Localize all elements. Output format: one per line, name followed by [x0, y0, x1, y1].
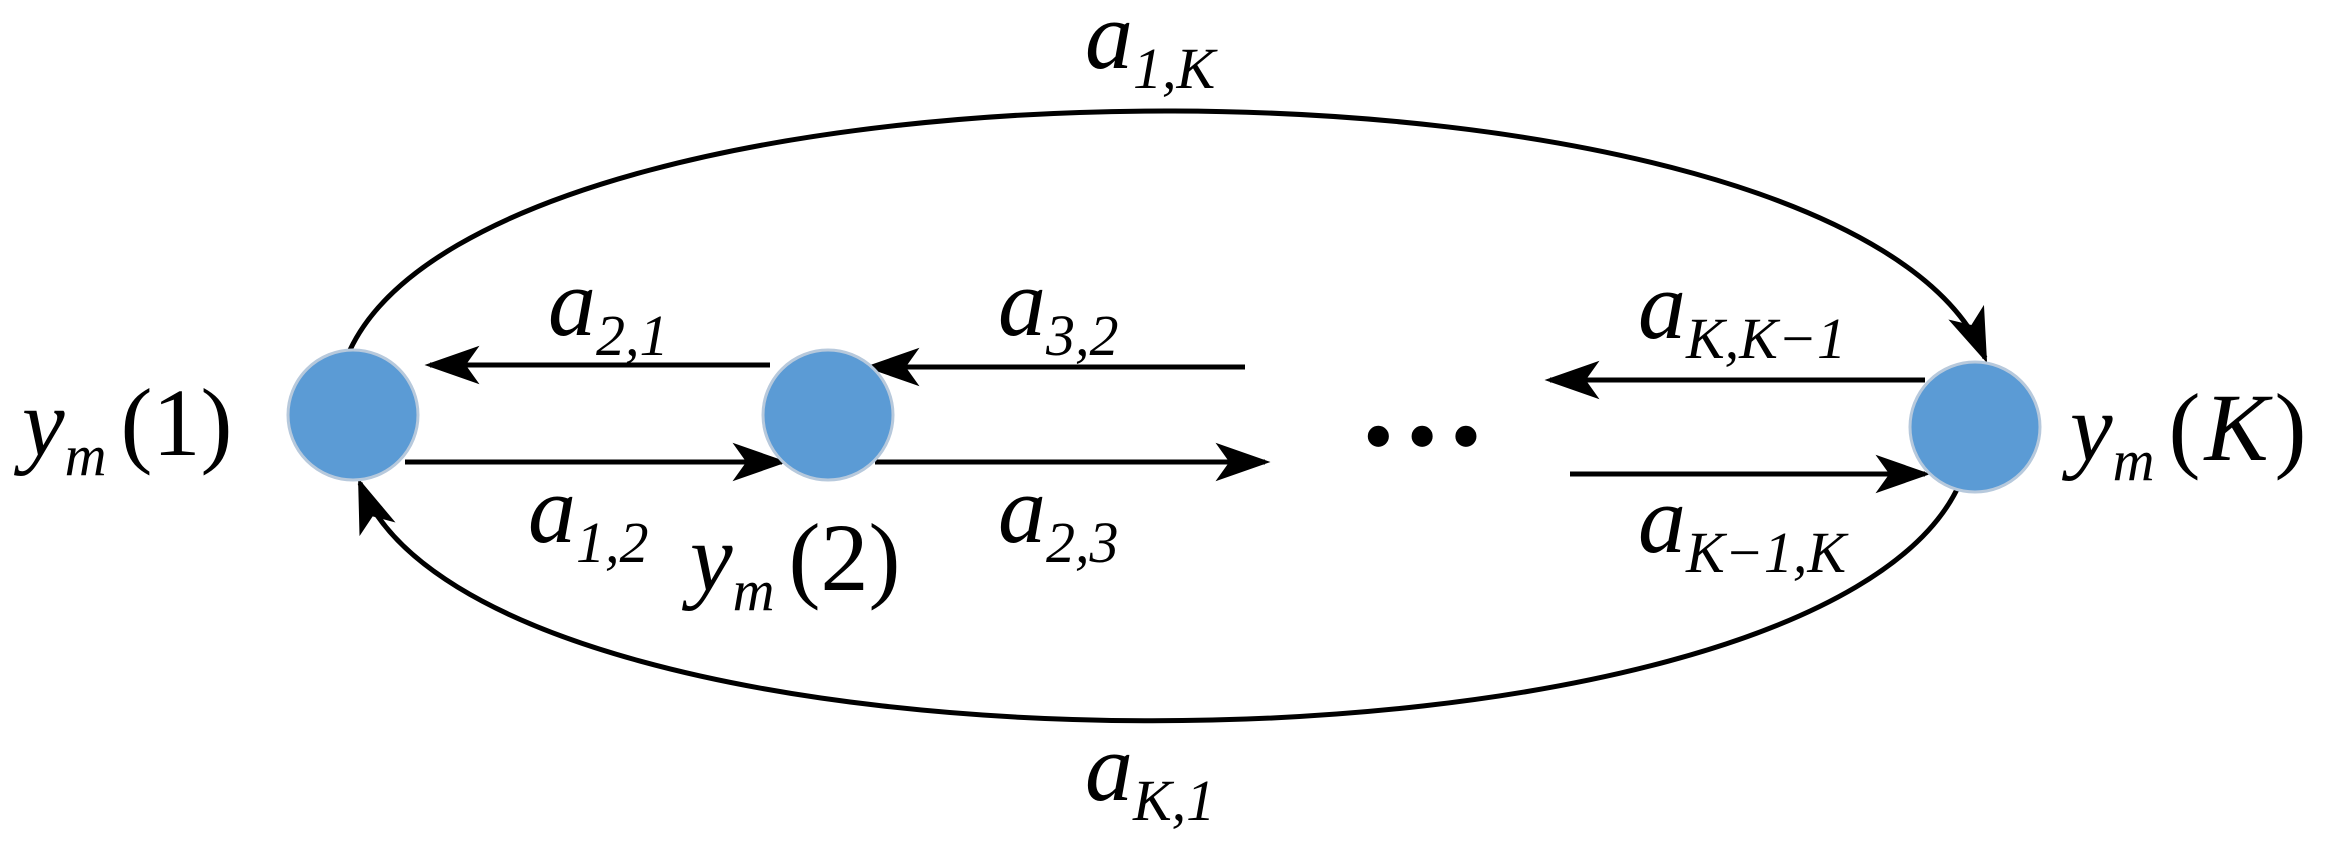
node-2 — [761, 348, 895, 482]
svg-text:ym(1): ym(1) — [13, 369, 232, 488]
svg-text:aK,K−1: aK,K−1 — [1638, 252, 1846, 371]
label-a-K-Km1: aK,K−1 — [1638, 252, 1846, 371]
label-a-2-3: a2,3 — [998, 456, 1119, 575]
label-a-Km1-K: aK−1,K — [1638, 466, 1849, 585]
node-1 — [286, 348, 420, 482]
edge-arc-1-to-K — [347, 108, 1988, 364]
node-K — [1908, 360, 2042, 494]
svg-text:aK,1: aK,1 — [1085, 714, 1215, 833]
svg-text:aK−1,K: aK−1,K — [1638, 466, 1849, 585]
label-a-2-1: a2,1 — [548, 249, 669, 368]
svg-text:a3,2: a3,2 — [998, 249, 1119, 368]
node-K-label: ym(K) — [2061, 374, 2306, 493]
label-a-1-K: a1,K — [1085, 0, 1219, 101]
node-2-label: ym(2) — [681, 504, 900, 623]
svg-text:ym(2): ym(2) — [681, 504, 900, 623]
node-1-label: ym(1) — [13, 369, 232, 488]
edge-arc-K-to-1 — [357, 477, 1963, 724]
label-a-1-2: a1,2 — [528, 456, 649, 575]
svg-text:a1,2: a1,2 — [528, 456, 649, 575]
svg-text:a2,1: a2,1 — [548, 249, 669, 368]
label-a-K-1: aK,1 — [1085, 714, 1215, 833]
label-a-3-2: a3,2 — [998, 249, 1119, 368]
ellipsis: … — [1357, 330, 1487, 474]
svg-text:a2,3: a2,3 — [998, 456, 1119, 575]
svg-text:a1,K: a1,K — [1085, 0, 1219, 101]
svg-text:ym(K): ym(K) — [2061, 374, 2306, 493]
